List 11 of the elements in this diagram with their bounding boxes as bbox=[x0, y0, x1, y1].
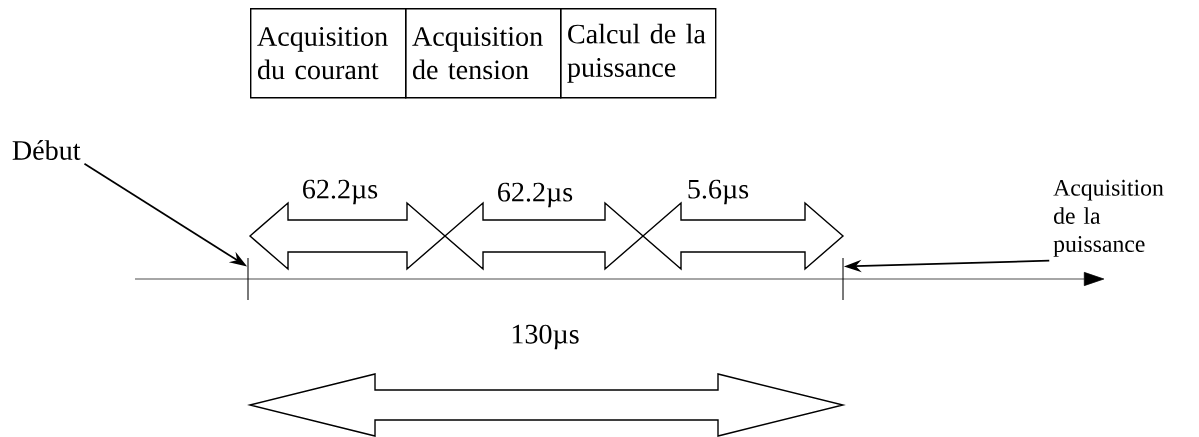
callout-text: Début bbox=[12, 140, 81, 160]
callout-text: Acquisition de la puissance bbox=[1053, 179, 1164, 257]
dimension-label: 130µs bbox=[512, 324, 579, 350]
tick-mark bbox=[842, 258, 844, 300]
dimension-label: 62.2µs bbox=[498, 182, 573, 208]
tick-mark bbox=[247, 258, 249, 300]
dimension-label: 62.2µs bbox=[303, 179, 378, 205]
process-box: Calcul de la puissance bbox=[560, 8, 717, 99]
dimension-label: 5.6µs bbox=[688, 179, 749, 205]
process-box: Acquisition du courant bbox=[250, 8, 407, 99]
process-box: Acquisition de tension bbox=[405, 8, 562, 99]
